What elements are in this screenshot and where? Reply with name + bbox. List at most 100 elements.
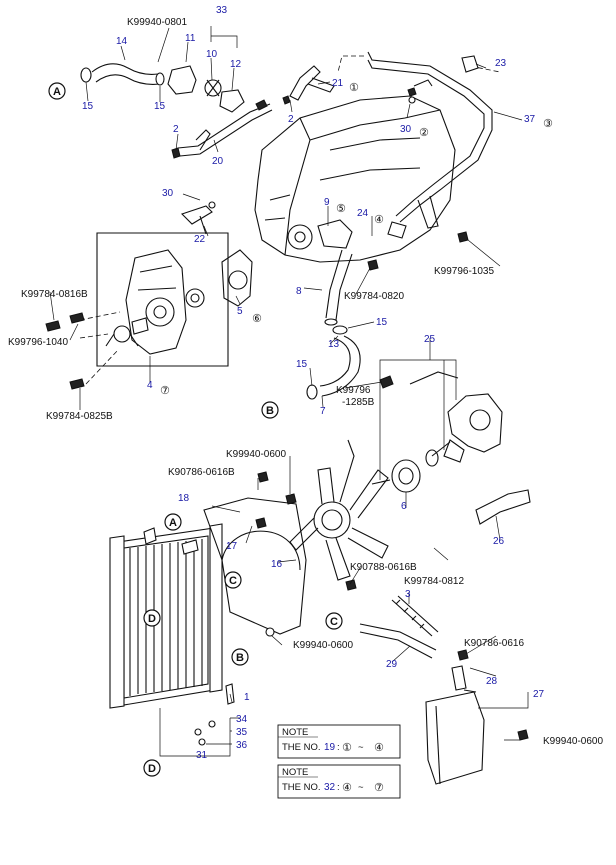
part-number-15b: 15 <box>154 101 166 112</box>
clip-23 <box>461 55 479 73</box>
marker-d-bottom: D <box>148 763 156 775</box>
hose-13 <box>306 325 361 400</box>
part-number-30b: 30 <box>162 188 174 199</box>
part-number-9: 9 <box>324 197 330 208</box>
part-number-30a: 30 <box>400 124 412 135</box>
note-1-sep: : <box>337 742 340 753</box>
note-2-sep: : <box>337 782 340 793</box>
part-number-23: 23 <box>495 58 507 69</box>
part-numbers: 33 14 11 10 12 21 23 37 15 15 2 2 30 20 … <box>82 5 545 761</box>
marker-b-mid: B <box>266 405 274 417</box>
circled-6: ⑥ <box>252 312 262 325</box>
note-1-number: 19 <box>324 742 336 753</box>
fan-shroud-16 <box>203 471 357 637</box>
hose-21 <box>289 65 335 101</box>
engine-block <box>254 95 456 263</box>
part-number-7: 7 <box>320 406 326 417</box>
part-number-29: 29 <box>386 659 398 670</box>
small-fittings <box>171 79 433 159</box>
callout-k99784-0816b: K99784-0816B <box>21 289 88 300</box>
circled-numbers: ① ② ③ ⑤ ④ ⑥ ⑦ <box>160 81 553 397</box>
part-number-28: 28 <box>486 676 498 687</box>
part-number-24: 24 <box>357 208 369 219</box>
marker-c-mid: C <box>330 616 338 628</box>
note-2-from: ④ <box>342 781 352 794</box>
part-number-21: 21 <box>332 78 344 89</box>
note-1-prefix: THE NO. <box>282 742 321 753</box>
bracket-9 <box>317 219 353 249</box>
note-2-prefix: THE NO. <box>282 782 321 793</box>
note-2-number: 32 <box>324 782 336 793</box>
callout-1285b: -1285B <box>342 397 375 408</box>
hose-14 <box>80 63 165 86</box>
circled-1: ① <box>349 81 359 94</box>
part-number-37: 37 <box>524 114 536 125</box>
part-number-14: 14 <box>116 36 128 47</box>
part-number-34: 34 <box>236 714 248 725</box>
circled-2: ② <box>419 126 429 139</box>
callout-k99784-0825b: K99784-0825B <box>46 411 113 422</box>
part-number-12: 12 <box>230 59 242 70</box>
callout-k99784-0820: K99784-0820 <box>344 291 404 302</box>
note-2-to: ⑦ <box>374 781 384 794</box>
radiator <box>109 523 223 709</box>
callout-k99940-0600-a: K99940-0600 <box>226 449 286 460</box>
marker-d-bottom-circle <box>143 759 161 777</box>
note-1-title: NOTE <box>282 727 308 738</box>
hose-29 <box>359 623 437 659</box>
marker-b-mid-circle <box>261 401 279 419</box>
marker-a-radiator: A <box>169 517 177 529</box>
part-number-15d: 15 <box>296 359 308 370</box>
callout-k90786-0616b: K90786-0616B <box>168 467 235 478</box>
part-number-20: 20 <box>212 156 224 167</box>
callout-k99796-1040: K99796-1040 <box>8 337 68 348</box>
belt-3 <box>391 595 439 637</box>
callout-k90788-0616b: K90788-0616B <box>350 562 417 573</box>
callout-k90786-0616: K90786-0616 <box>464 638 524 649</box>
part-number-33: 33 <box>216 5 228 16</box>
part-number-15a: 15 <box>82 101 94 112</box>
note-box-1: NOTE THE NO. 19 : ① ~ ④ <box>277 724 401 759</box>
bypass-pipe-20 <box>177 99 273 157</box>
note-box-2: NOTE THE NO. 32 : ④ ~ ⑦ <box>277 764 401 799</box>
marker-a-radiator-circle <box>164 513 182 531</box>
callout-k99784-0812: K99784-0812 <box>404 576 464 587</box>
radiator-small-parts <box>194 720 216 746</box>
thermostat-housing <box>167 65 245 113</box>
part-number-10: 10 <box>206 49 218 60</box>
part-number-15c: 15 <box>376 317 388 328</box>
part-number-6: 6 <box>401 501 407 512</box>
reserve-tank-27 <box>425 649 529 785</box>
part-number-11: 11 <box>185 33 196 44</box>
callout-k99940-0801: K99940-0801 <box>127 17 187 28</box>
callout-k99796-1035: K99796-1035 <box>434 266 494 277</box>
part-number-2b: 2 <box>173 124 179 135</box>
marker-b-radiator-circle <box>231 648 249 666</box>
water-pump-assembly <box>45 232 229 390</box>
marker-d-radiator-circle <box>143 609 161 627</box>
part-number-4: 4 <box>147 380 153 391</box>
callout-k99940-0600-c: K99940-0600 <box>543 736 603 747</box>
part-number-27: 27 <box>533 689 545 700</box>
part-number-26: 26 <box>493 536 505 547</box>
part-number-16: 16 <box>271 559 283 570</box>
pipe-8 <box>324 231 469 326</box>
pulley-25 <box>379 371 503 463</box>
circled-3: ③ <box>543 117 553 130</box>
bracket-22 <box>180 201 216 235</box>
marker-c-mid-circle <box>325 612 343 630</box>
part-number-35: 35 <box>236 727 248 738</box>
part-number-13: 13 <box>328 339 340 350</box>
circled-7: ⑦ <box>160 384 170 397</box>
circled-4: ④ <box>374 213 384 226</box>
gasket-5 <box>221 249 253 307</box>
part-number-1: 1 <box>244 692 250 703</box>
heater-pipe-37 <box>337 51 501 239</box>
marker-d-radiator: D <box>148 613 156 625</box>
part-number-25: 25 <box>424 334 436 345</box>
marker-c-radiator: C <box>229 575 237 587</box>
note-2-tilde: ~ <box>358 782 364 793</box>
part-number-17: 17 <box>226 541 238 552</box>
belt-26 <box>475 489 531 525</box>
